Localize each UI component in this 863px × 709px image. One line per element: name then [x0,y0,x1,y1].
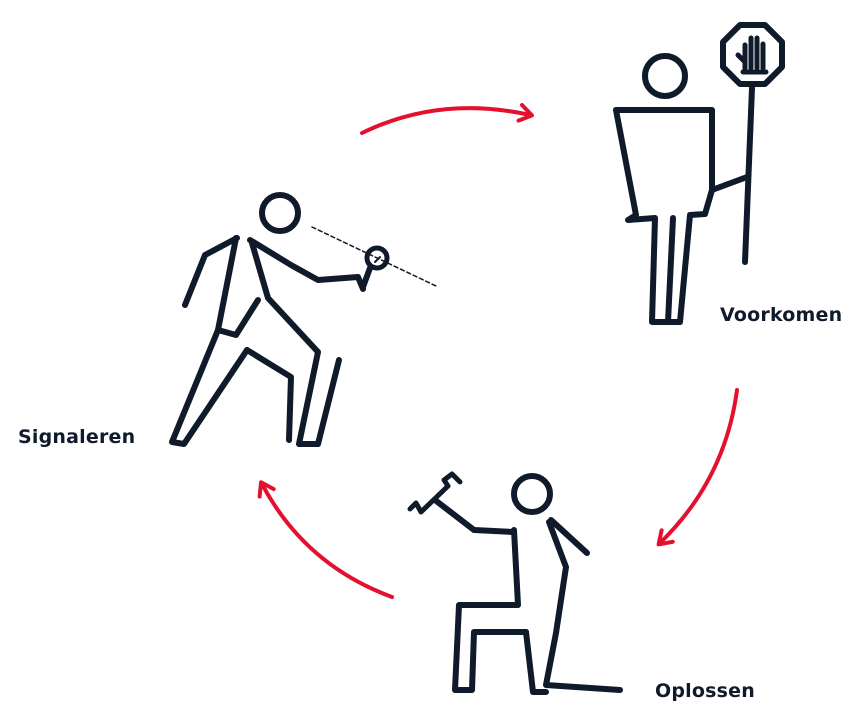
arrow-oplossen-to-signaleren [262,484,392,597]
arrow-signaleren-to-voorkomen [362,108,530,133]
signaleren-figure-icon [172,195,436,444]
label-oplossen: Oplossen [655,680,755,702]
label-signaleren: Signaleren [18,426,135,448]
voorkomen-figure-icon [616,25,782,322]
label-voorkomen: Voorkomen [720,304,842,326]
oplossen-figure-icon [410,474,620,692]
arrow-voorkomen-to-oplossen [660,390,737,543]
